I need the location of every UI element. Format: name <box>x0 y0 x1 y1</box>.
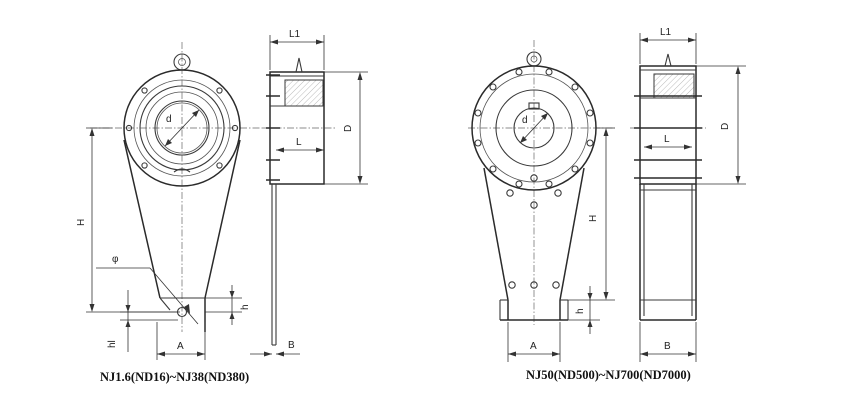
left-l1-dimension: L1 <box>269 29 325 70</box>
bolt-hole-icon <box>545 180 553 188</box>
left-front-view: d <box>90 42 262 332</box>
bolt-hole-icon <box>474 109 482 117</box>
left-d-label: d <box>166 114 172 125</box>
left-side-view <box>262 57 336 346</box>
left-small-h-dimensions: h hl <box>107 285 251 352</box>
bolt-hole-icon <box>474 139 482 147</box>
bolt-hole-icon <box>571 83 579 91</box>
mounting-hole-icon <box>506 189 514 197</box>
mounting-hole-icon <box>530 281 538 289</box>
bolt-hole-icon <box>216 162 223 169</box>
mounting-hole-icon <box>554 189 562 197</box>
right-side-view <box>630 53 706 321</box>
right-H-label: H <box>588 215 599 222</box>
bolt-hole-icon <box>586 139 594 147</box>
left-L-label: L <box>296 137 302 148</box>
bolt-hole-icon <box>515 68 523 76</box>
left-l-dimension: L <box>276 137 324 153</box>
mounting-hole-icon <box>508 281 516 289</box>
right-small-h-dimension: h <box>568 286 600 334</box>
left-L1-label: L1 <box>289 29 301 40</box>
bolt-hole-icon <box>141 87 148 94</box>
bolt-hole-icon <box>545 68 553 76</box>
left-b-dimension: B <box>250 340 300 357</box>
right-B-label: B <box>664 341 671 352</box>
right-a-dimension: A <box>507 322 561 362</box>
left-d-dimension: D <box>324 71 368 185</box>
right-L1-label: L1 <box>660 27 672 38</box>
right-D-label: D <box>720 123 731 130</box>
mounting-hole-icon <box>552 281 560 289</box>
left-A-label: A <box>177 341 184 352</box>
left-a-dimension: A <box>156 322 206 360</box>
bolt-hole-icon <box>489 83 497 91</box>
left-D-label: D <box>343 125 354 132</box>
left-h-label: h <box>240 304 251 310</box>
right-caption: NJ50(ND500)~NJ700(ND7000) <box>526 368 691 382</box>
mounting-hole-icon <box>530 174 538 182</box>
bolt-hole-icon <box>515 180 523 188</box>
left-phi-label: φ <box>112 254 119 265</box>
bolt-hole-icon <box>141 162 148 169</box>
right-L-label: L <box>664 134 670 145</box>
right-l-dimension: L <box>644 134 692 150</box>
right-h-label: h <box>575 308 586 314</box>
left-hl-label: hl <box>107 340 118 348</box>
left-B-label: B <box>288 340 295 351</box>
right-front-view: d <box>468 40 615 325</box>
right-d-dimension: D <box>696 65 746 185</box>
bolt-hole-icon <box>571 165 579 173</box>
bolt-hole-icon <box>489 165 497 173</box>
right-l1-dimension: L1 <box>639 27 697 64</box>
bolt-hole-icon <box>125 124 133 132</box>
mounting-hole-icon <box>530 201 538 209</box>
right-d-label: d <box>522 115 528 126</box>
bolt-hole-icon <box>231 124 239 132</box>
bolt-hole-icon <box>586 109 594 117</box>
left-H-label: H <box>76 219 87 226</box>
right-h-dimension: H <box>568 127 615 301</box>
bolt-hole-icon <box>216 87 223 94</box>
left-caption: NJ1.6(ND16)~NJ38(ND380) <box>100 370 249 384</box>
left-phi-leader: φ <box>96 254 199 325</box>
right-b-dimension: B <box>639 322 697 362</box>
right-A-label: A <box>530 341 537 352</box>
